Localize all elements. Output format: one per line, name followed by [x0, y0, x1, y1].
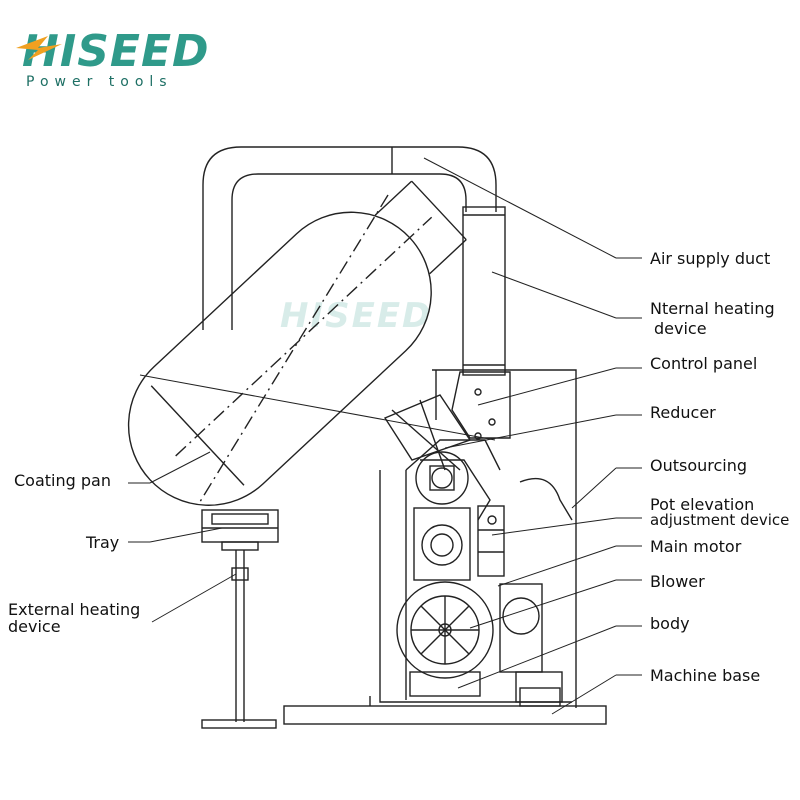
external-heating-stand — [201, 541, 277, 729]
label-coating-pan: Coating pan — [14, 471, 111, 490]
label-outsourcing: Outsourcing — [650, 456, 748, 475]
label-control-panel: Control panel — [650, 354, 758, 373]
air-supply-duct-shape — [202, 146, 497, 330]
label-pot-elevation-line2: adjustment device — [650, 511, 790, 529]
pan-axis-line — [197, 194, 389, 506]
label-internal-heating-line1: Nternal heating — [650, 299, 775, 318]
main-motor-shape — [413, 507, 471, 581]
side-unit-shape — [499, 583, 563, 703]
label-main-motor: Main motor — [650, 537, 742, 556]
coating-pan-shape — [127, 180, 467, 506]
blower-shape — [396, 581, 494, 697]
lightning-bolt-icon — [16, 36, 62, 60]
label-reducer: Reducer — [650, 403, 716, 422]
reducer-shape — [415, 451, 491, 521]
control-panel-shape — [451, 371, 511, 440]
tray-shape — [201, 509, 279, 543]
pan-rim-line — [139, 374, 496, 441]
label-air-supply-duct: Air supply duct — [650, 249, 771, 268]
label-pot-elevation-line1: Pot elevation — [650, 495, 755, 514]
label-blower: Blower — [650, 572, 705, 591]
internal-heating-device-shape — [462, 206, 506, 376]
label-internal-heating-line2: device — [654, 319, 707, 338]
label-external-heating-line2: device — [8, 617, 61, 636]
leader-lines — [128, 157, 642, 715]
label-machine-base: Machine base — [650, 666, 761, 685]
brand-logo: HISEED Power tools — [16, 26, 262, 94]
label-tray: Tray — [86, 533, 120, 552]
body-frame-shape — [379, 369, 577, 708]
pot-elevation-shape — [477, 505, 505, 577]
machine-base-shape — [283, 687, 607, 725]
brand-tagline: Power tools — [26, 74, 173, 90]
label-external-heating-line1: External heating — [8, 600, 141, 619]
label-body: body — [650, 614, 690, 633]
brand-name: HISEED — [22, 26, 210, 77]
